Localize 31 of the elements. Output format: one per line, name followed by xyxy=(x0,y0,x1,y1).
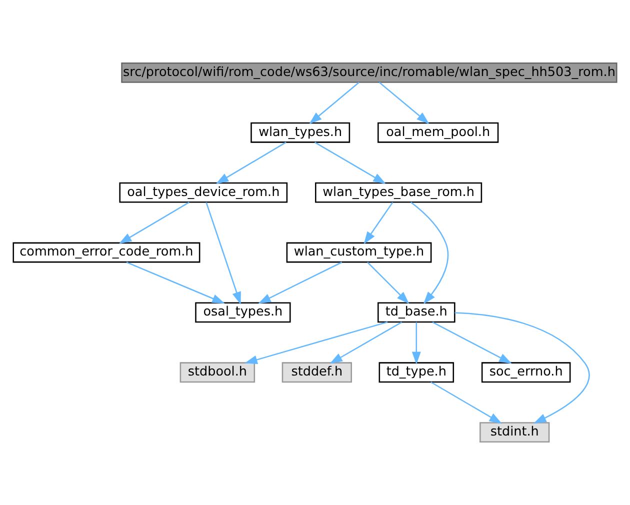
arrow xyxy=(314,142,386,184)
node-box: oal_types_device_rom.h xyxy=(119,182,288,203)
node-box: osal_types.h xyxy=(195,302,291,323)
arrow xyxy=(364,202,394,244)
arrow xyxy=(309,82,360,124)
arrow xyxy=(330,322,402,364)
arrow xyxy=(432,322,512,364)
arrow xyxy=(454,312,590,424)
node-box: td_base.h xyxy=(378,302,456,323)
arrow xyxy=(367,262,410,304)
arrow xyxy=(244,321,388,364)
arrow xyxy=(206,202,241,305)
node-box: stddef.h xyxy=(282,362,352,383)
node-box: wlan_types.h xyxy=(250,122,350,143)
arrow xyxy=(412,322,421,365)
node-box: stdint.h xyxy=(480,422,550,443)
arrow xyxy=(378,82,430,124)
arrow xyxy=(430,382,502,424)
node-box: soc_errno.h xyxy=(481,362,571,383)
node-box: oal_mem_pool.h xyxy=(378,122,499,143)
arrow xyxy=(126,262,225,304)
node-box: common_error_code_rom.h xyxy=(12,242,200,263)
arrow xyxy=(118,202,190,244)
arrow xyxy=(410,202,449,304)
arrow xyxy=(216,142,286,184)
node-box: td_type.h xyxy=(378,362,454,383)
node-box: wlan_types_base_rom.h xyxy=(315,182,482,203)
node-box: stdbool.h xyxy=(180,362,256,383)
node-box: wlan_custom_type.h xyxy=(286,242,432,263)
arrow xyxy=(258,262,342,304)
node-box: src/protocol/wifi/rom_code/ws63/source/inc/romable/wlan_spec_hh503_rom.h xyxy=(121,62,618,83)
